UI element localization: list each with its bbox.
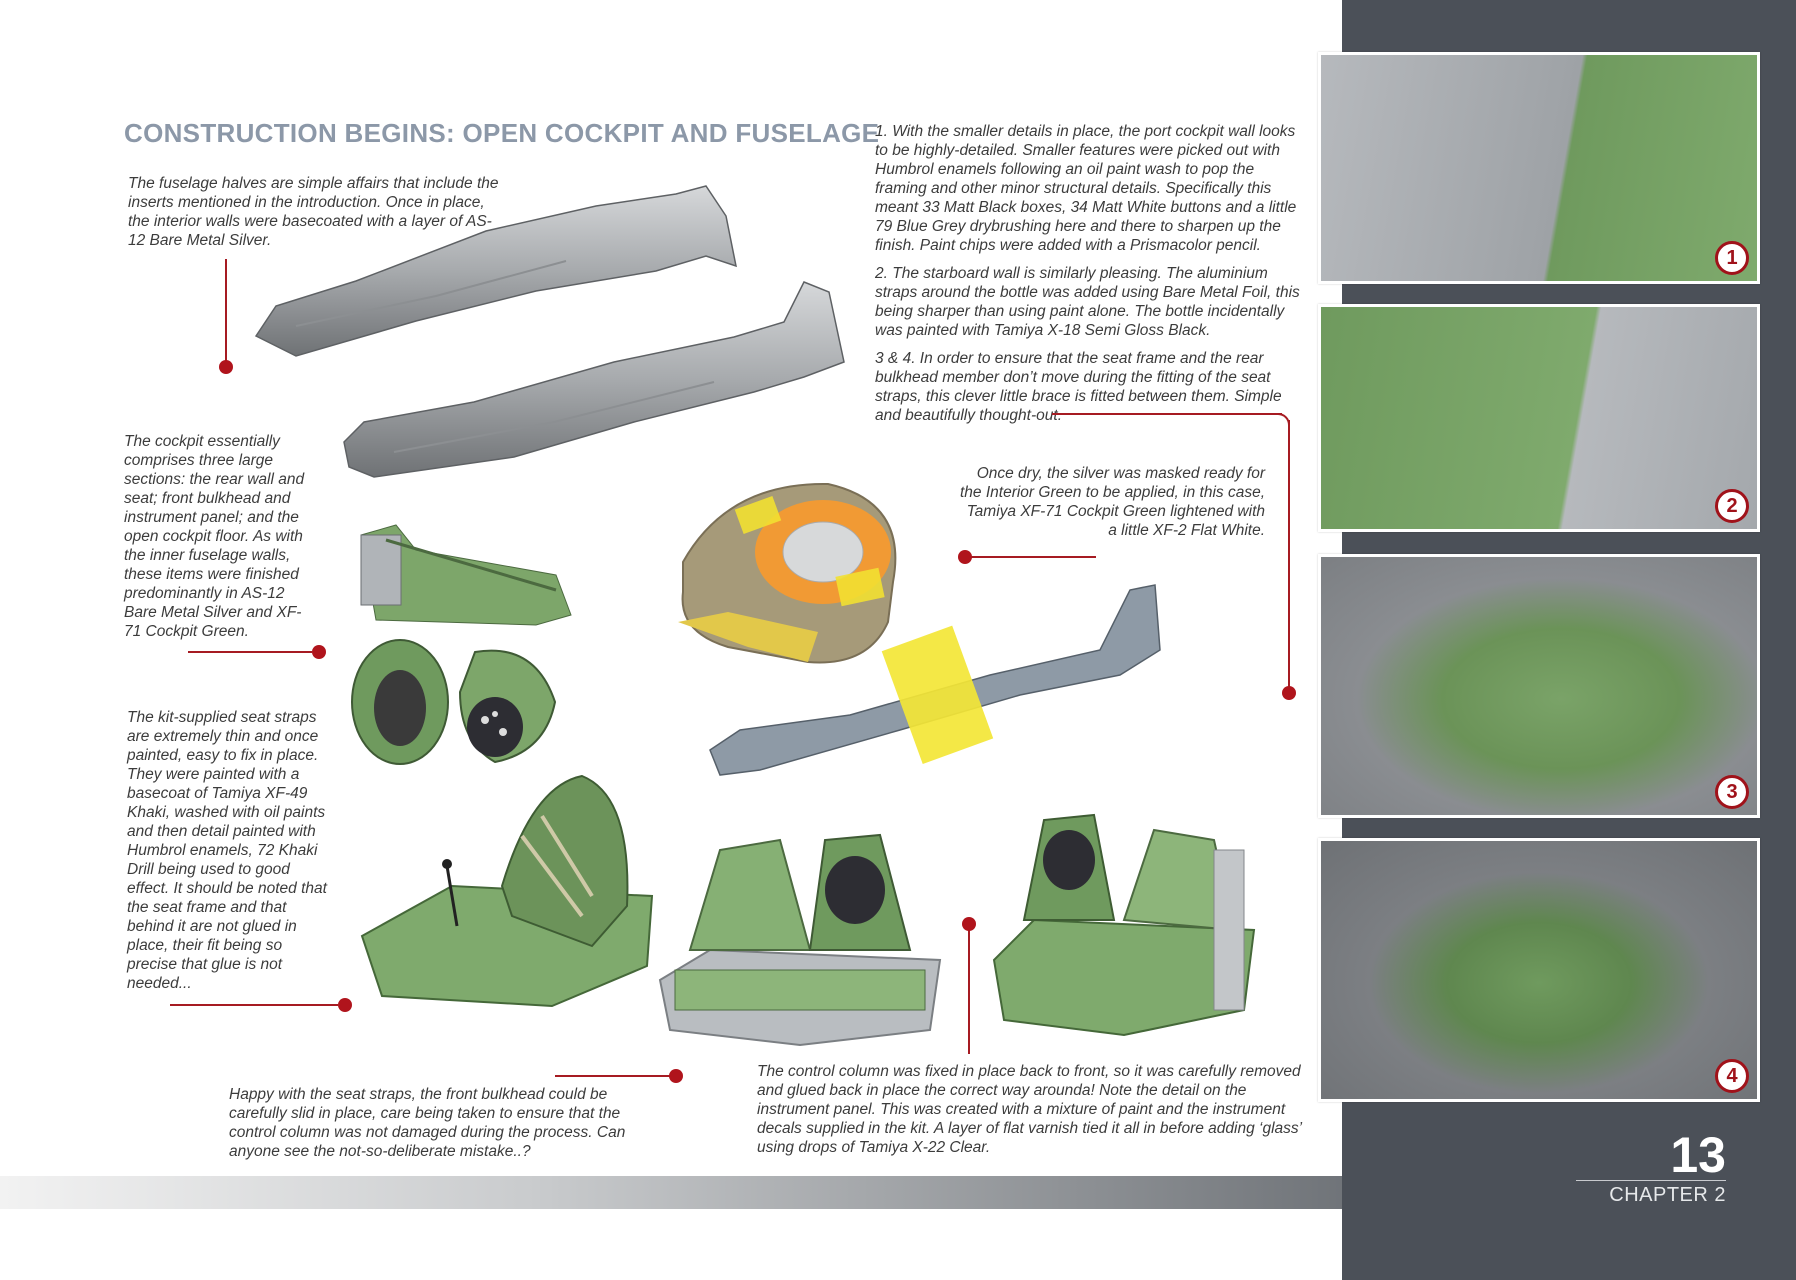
leader-line-fuselage: [225, 259, 227, 367]
photo-4-seat-brace-alt: 4: [1318, 838, 1760, 1102]
page-title: CONSTRUCTION BEGINS: OPEN COCKPIT AND FU…: [124, 118, 880, 148]
page-number: 13: [1670, 1127, 1726, 1183]
leader-dot-bulkhead: [669, 1069, 683, 1083]
leader-dot-control-column: [962, 917, 976, 931]
caption-item-3-4: 3 & 4. In order to ensure that the seat …: [875, 350, 1282, 424]
chapter-label: CHAPTER 2: [1609, 1184, 1726, 1206]
photo-badge-1: 1: [1715, 241, 1749, 275]
leader-dot-masked: [958, 550, 972, 564]
cockpit-floor-image: [360, 524, 572, 626]
cockpit-assembly-front-image: [658, 833, 942, 1047]
caption-control-column: The control column was fixed in place ba…: [757, 1063, 1302, 1156]
caption-seat-straps: The kit-supplied seat straps are extreme…: [127, 709, 327, 992]
photo-badge-2: 2: [1715, 489, 1749, 523]
leader-corner: [1274, 413, 1290, 429]
caption-cockpit-sections: The cockpit essentially comprises three …: [124, 433, 305, 640]
photo-badge-4: 4: [1715, 1059, 1749, 1093]
masked-fuselage-image: [709, 584, 1161, 776]
leader-dot-numbered: [1282, 686, 1296, 700]
leader-line-bulkhead: [555, 1075, 675, 1077]
leader-dot-fuselage: [219, 360, 233, 374]
footer-gradient-bar: [0, 1176, 1342, 1209]
page-number-rule: [1576, 1180, 1726, 1181]
leader-dot-seat-straps: [338, 998, 352, 1012]
cockpit-assembly-rear-image: [992, 813, 1256, 1037]
photo-2-starboard-cockpit-wall: 2: [1318, 304, 1760, 532]
caption-item-1: 1. With the smaller details in place, th…: [875, 123, 1297, 254]
caption-masked: Once dry, the silver was masked ready fo…: [960, 465, 1266, 539]
leader-line-cockpit: [188, 651, 312, 653]
fuselage-half-upper-image: [254, 185, 737, 357]
fuselage-half-lower-image: [343, 281, 845, 478]
leader-line-numbered: [1052, 413, 1282, 415]
caption-item-2: 2. The starboard wall is similarly pleas…: [875, 265, 1300, 339]
numbered-captions: 1. With the smaller details in place, th…: [875, 122, 1307, 434]
masking-tape-roll-image: [678, 482, 897, 664]
cockpit-bulkhead-panels-image: [351, 639, 557, 765]
photo-1-port-cockpit-wall: 1: [1318, 52, 1760, 284]
leader-line-seat-straps: [170, 1004, 338, 1006]
photo-3-seat-brace: 3: [1318, 554, 1760, 818]
caption-front-bulkhead: Happy with the seat straps, the front bu…: [229, 1086, 626, 1160]
leader-line-control-column: [968, 928, 970, 1054]
photo-badge-3: 3: [1715, 775, 1749, 809]
caption-fuselage-halves: The fuselage halves are simple affairs t…: [128, 175, 499, 249]
leader-line-numbered-vertical: [1288, 420, 1290, 688]
seat-straps-assembly-image: [360, 774, 654, 1008]
leader-dot-cockpit: [312, 645, 326, 659]
leader-line-masked: [964, 556, 1096, 558]
